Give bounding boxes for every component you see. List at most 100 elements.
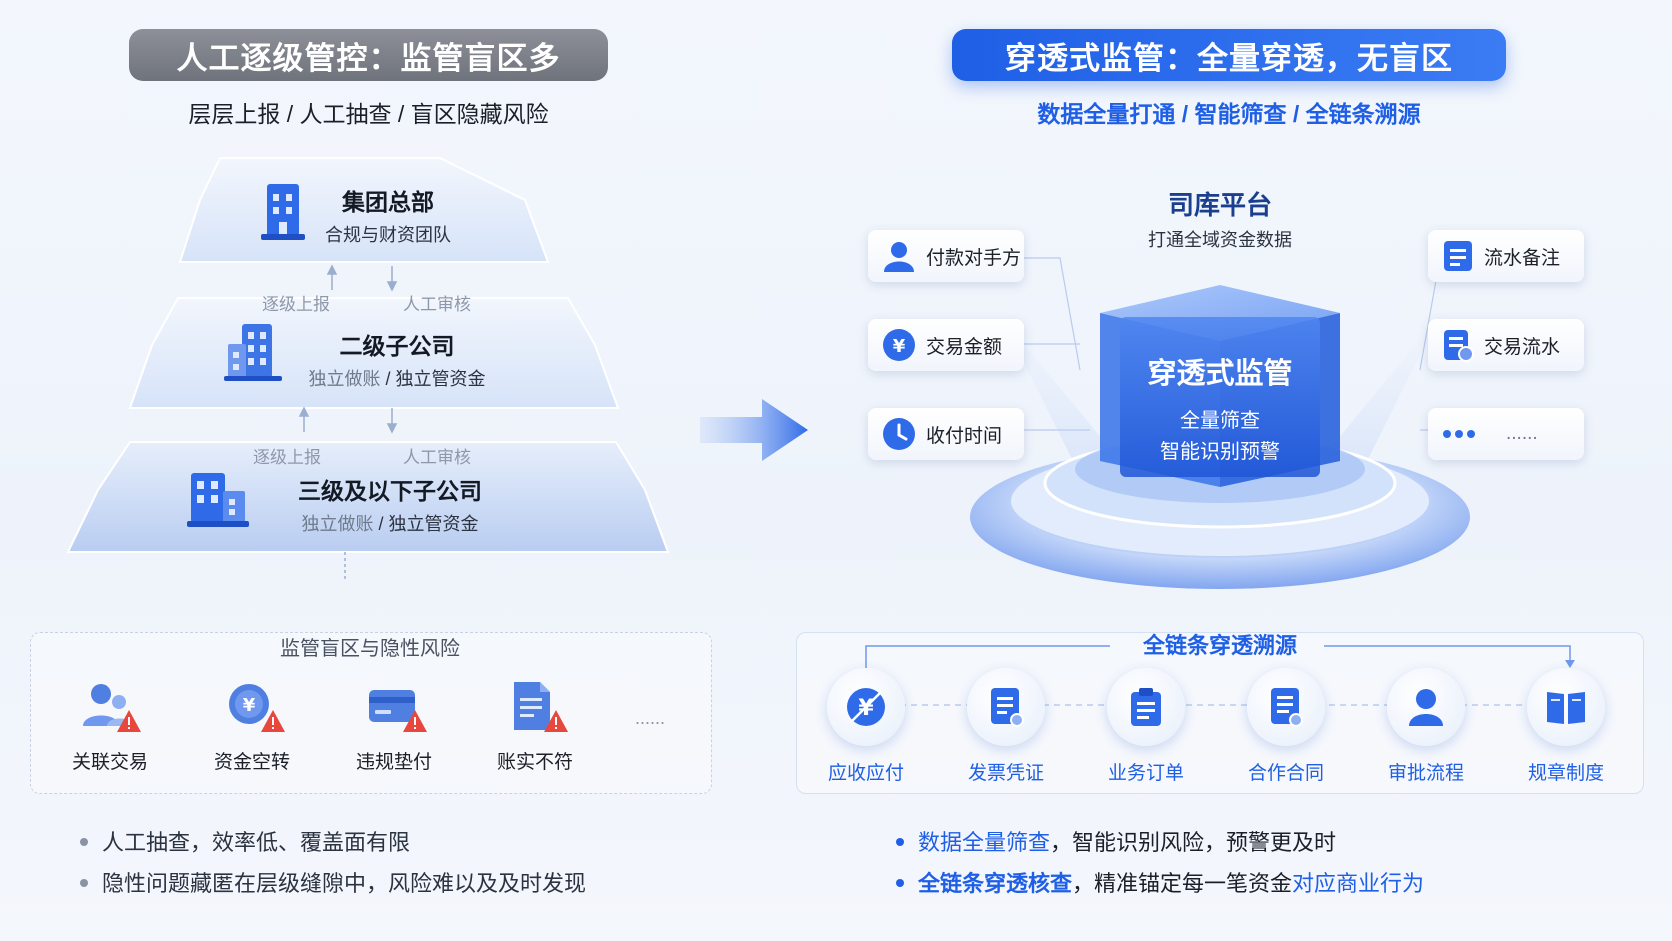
chain-node-label-3: 业务订单	[1107, 763, 1184, 784]
card-counterparty: 付款对手方	[868, 230, 1024, 282]
chain-title: 全链条穿透溯源	[1142, 633, 1297, 658]
building-subsidiary-icon	[224, 324, 282, 381]
chain-node-approval: 审批流程	[1366, 668, 1486, 785]
card-counterparty-label: 付款对手方	[926, 247, 1022, 269]
tier-3-title: 三级及以下子公司	[298, 478, 482, 504]
platform-desc: 打通全域资金数据	[1148, 230, 1292, 250]
clipboard-icon	[1131, 688, 1161, 726]
chain-node-rules: 规章制度	[1506, 668, 1626, 785]
risk-fund-idling: ¥ 资金空转	[197, 680, 307, 774]
tier-1-desc: 合规与财资团队	[325, 225, 451, 245]
risk-label-1: 关联交易	[71, 752, 148, 773]
card-remarks-label: 流水备注	[1484, 247, 1561, 269]
tier-2-desc-main: 独立管资金	[395, 369, 486, 389]
tier-1-title: 集团总部	[342, 189, 434, 215]
chain-node-label-2: 发票凭证	[967, 763, 1044, 784]
platform-title: 司库平台	[1167, 190, 1272, 220]
risk-account-mismatch: 账实不符	[480, 680, 590, 774]
account-mismatch-icon	[514, 682, 568, 732]
card-amount: ¥ 交易金额	[868, 319, 1024, 371]
risk-label-3: 违规垫付	[355, 752, 432, 773]
card-transactions: 交易流水	[1428, 319, 1584, 371]
blind-zone-more: ......	[635, 708, 666, 728]
right-bullets: 数据全量筛查，智能识别风险，预警更及时 全链条穿透核查，精准锚定每一笔资金对应商…	[896, 822, 1424, 904]
more-dots-icon	[1443, 430, 1475, 438]
cube-label: 穿透式监管 全量筛查 智能识别预警	[1120, 350, 1320, 464]
right-bullet-1: 数据全量筛查，智能识别风险，预警更及时	[896, 822, 1424, 863]
card-transactions-label: 交易流水	[1484, 336, 1561, 358]
flow-2-up-label: 逐级上报	[253, 448, 321, 467]
card-time: 收付时间	[868, 408, 1024, 460]
chain-bracket	[865, 645, 1575, 668]
tier-2-desc-sep: /	[380, 369, 396, 389]
tier-3-label: 三级及以下子公司 独立做账 / 独立管资金	[275, 472, 505, 536]
tier-3-desc-muted: 独立做账	[301, 514, 374, 534]
invoice-icon	[991, 688, 1024, 727]
building-hq-icon	[261, 184, 305, 240]
bullet-dot	[80, 838, 88, 847]
tier-2-title: 二级子公司	[339, 333, 455, 359]
right-bullet-2: 全链条穿透核查，精准锚定每一笔资金对应商业行为	[896, 863, 1424, 904]
left-bullet-2: 隐性问题藏匿在层级缝隙中，风险难以及及时发现	[80, 863, 586, 904]
fund-idling-icon: ¥	[229, 684, 285, 732]
tier-2-desc-muted: 独立做账	[308, 369, 381, 389]
user-icon	[884, 242, 914, 272]
chain-node-receivables: ¥ 应收应付	[806, 668, 926, 785]
platform-label: 司库平台 打通全域资金数据	[1110, 185, 1330, 252]
chain-node-label-1: 应收应付	[827, 763, 904, 784]
tier-3-desc-sep: /	[373, 514, 389, 534]
left-bullet-1: 人工抽查，效率低、覆盖面有限	[80, 822, 586, 863]
transition-arrow-icon	[700, 399, 808, 461]
cube-line-1: 全量筛查	[1180, 410, 1260, 432]
book-icon	[1547, 692, 1585, 724]
card-more: ......	[1428, 408, 1584, 460]
contract-icon	[1271, 688, 1303, 727]
platform-graphic	[970, 285, 1470, 589]
cube-line-2: 智能识别预警	[1160, 441, 1280, 463]
flow-1-up-label: 逐级上报	[262, 295, 330, 314]
card-more-label: ......	[1506, 423, 1538, 444]
card-time-label: 收付时间	[926, 425, 1003, 447]
svg-text:¥: ¥	[243, 695, 256, 716]
connector-lines	[1020, 257, 1490, 431]
left-subtitle: 层层上报 / 人工抽查 / 盲区隐藏风险	[188, 101, 549, 127]
building-lower-subsidiary-icon	[187, 473, 249, 527]
bullet-dot	[80, 879, 88, 888]
yuan-arrow-icon: ¥	[847, 688, 885, 726]
chain-box	[796, 632, 1644, 794]
left-header-text: 人工逐级管控：监管盲区多	[176, 40, 561, 76]
right-header-text: 穿透式监管：全量穿透，无盲区	[1005, 40, 1453, 76]
tier-1-label: 集团总部 合规与财资团队	[318, 183, 458, 247]
chain-node-invoice: 发票凭证	[946, 668, 1066, 785]
chain-node-label-6: 规章制度	[1527, 763, 1604, 784]
clock-icon	[883, 418, 915, 450]
related-transactions-icon	[83, 684, 141, 732]
yuan-coin-icon: ¥	[883, 329, 915, 361]
ledger-icon	[1444, 330, 1474, 362]
card-amount-label: 交易金额	[926, 336, 1003, 358]
risk-illegal-advance: 违规垫付	[339, 680, 449, 774]
blind-zone-title: 监管盲区与隐性风险	[280, 638, 460, 660]
flow-2-down-label: 人工审核	[403, 448, 471, 467]
svg-text:¥: ¥	[893, 336, 906, 357]
right-subtitle: 数据全量打通 / 智能筛查 / 全链条溯源	[1037, 101, 1421, 127]
left-header-pill: 人工逐级管控：监管盲区多	[129, 29, 608, 81]
document-lines-icon	[1444, 241, 1472, 271]
tier-3-desc-main: 独立管资金	[388, 514, 479, 534]
tier-2-label: 二级子公司 独立做账 / 独立管资金	[292, 327, 502, 391]
bullet-dot	[896, 879, 904, 888]
flow-1-down-label: 人工审核	[403, 295, 471, 314]
chain-node-order: 业务订单	[1086, 668, 1206, 785]
bullet-dot	[896, 838, 904, 847]
cube-title: 穿透式监管	[1147, 358, 1293, 390]
risk-label-2: 资金空转	[213, 752, 290, 773]
illegal-advance-icon	[369, 690, 427, 732]
left-bullets: 人工抽查，效率低、覆盖面有限 隐性问题藏匿在层级缝隙中，风险难以及及时发现	[80, 822, 586, 904]
chain-node-label-4: 合作合同	[1247, 763, 1324, 784]
card-remarks: 流水备注	[1428, 230, 1584, 282]
risk-related-transactions: 关联交易	[55, 680, 165, 774]
approver-user-icon	[1409, 689, 1443, 726]
chain-node-contract: 合作合同	[1226, 668, 1346, 785]
right-header-pill: 穿透式监管：全量穿透，无盲区	[952, 29, 1506, 81]
risk-label-4: 账实不符	[496, 752, 573, 773]
